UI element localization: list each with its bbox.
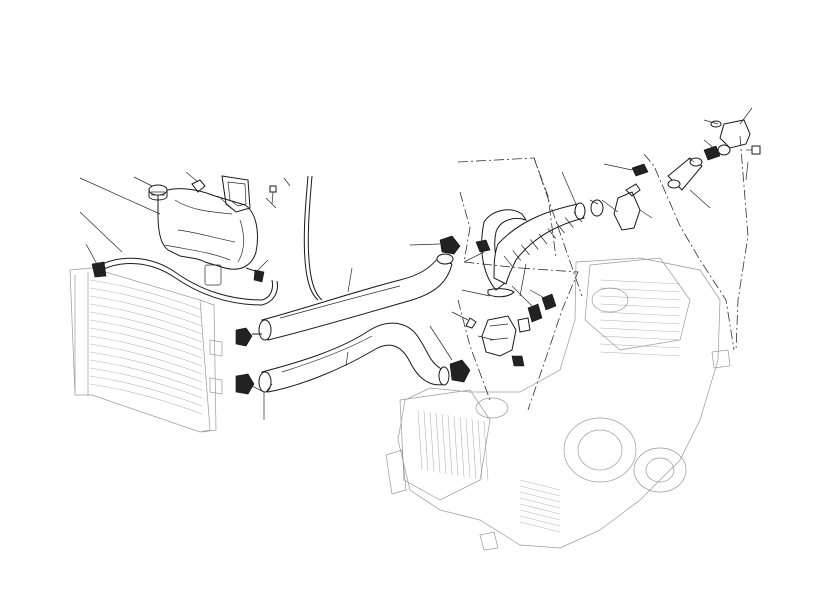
upper-radiator-hose [235, 235, 461, 347]
overflow-hose [303, 175, 323, 301]
tank-radiator-hose [91, 257, 278, 306]
top-right-parts [590, 119, 761, 231]
lower-radiator-hose [235, 322, 471, 395]
thermostat-section [465, 202, 586, 367]
expansion-tank [148, 175, 277, 286]
phantom-lines [457, 135, 749, 411]
engine [385, 257, 731, 551]
leader-lines [79, 107, 753, 420]
radiator [69, 267, 223, 433]
